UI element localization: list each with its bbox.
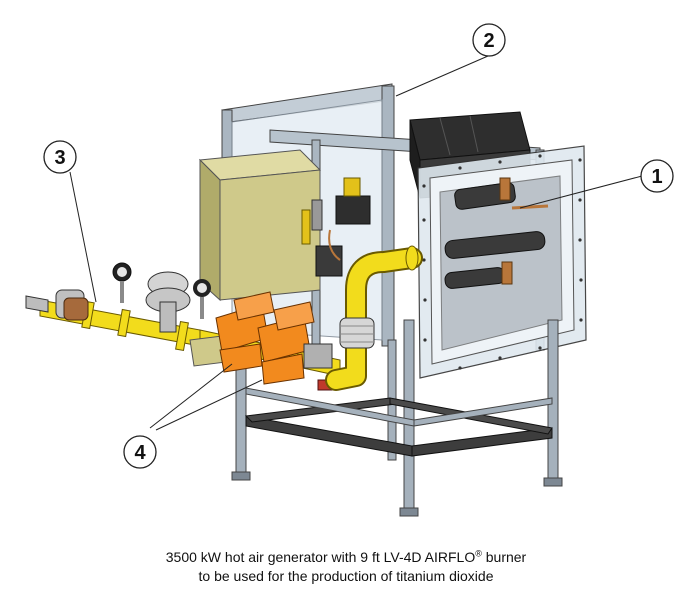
figure-caption: 3500 kW hot air generator with 9 ft LV-4… [0,548,692,586]
support-stand [231,269,563,517]
callout-4-label: 4 [134,442,146,464]
caption-line-1-tail: burner [481,549,527,565]
callout-2-label: 2 [483,30,494,52]
callout-1: 1 [640,159,674,193]
caption-line-1-main: 3500 kW hot air generator with 9 ft LV-4… [165,549,476,565]
callout-3-label: 3 [54,147,65,169]
gas-valve-train [25,177,423,391]
callout-leaders [69,55,643,431]
registered-mark: ® [475,548,482,559]
callout-1-label: 1 [651,166,662,188]
control-cabinet [198,149,323,302]
hot-air-generator-illustration: 2 1 3 4 [25,23,674,517]
callout-3: 3 [43,140,77,174]
callout-2: 2 [472,23,506,57]
caption-line-2: to be used for the production of titaniu… [198,568,494,584]
caption-line-1: 3500 kW hot air generator with 9 ft LV-4… [0,548,692,567]
callout-4: 4 [123,435,157,469]
steel-frame-enclosure [221,83,587,379]
